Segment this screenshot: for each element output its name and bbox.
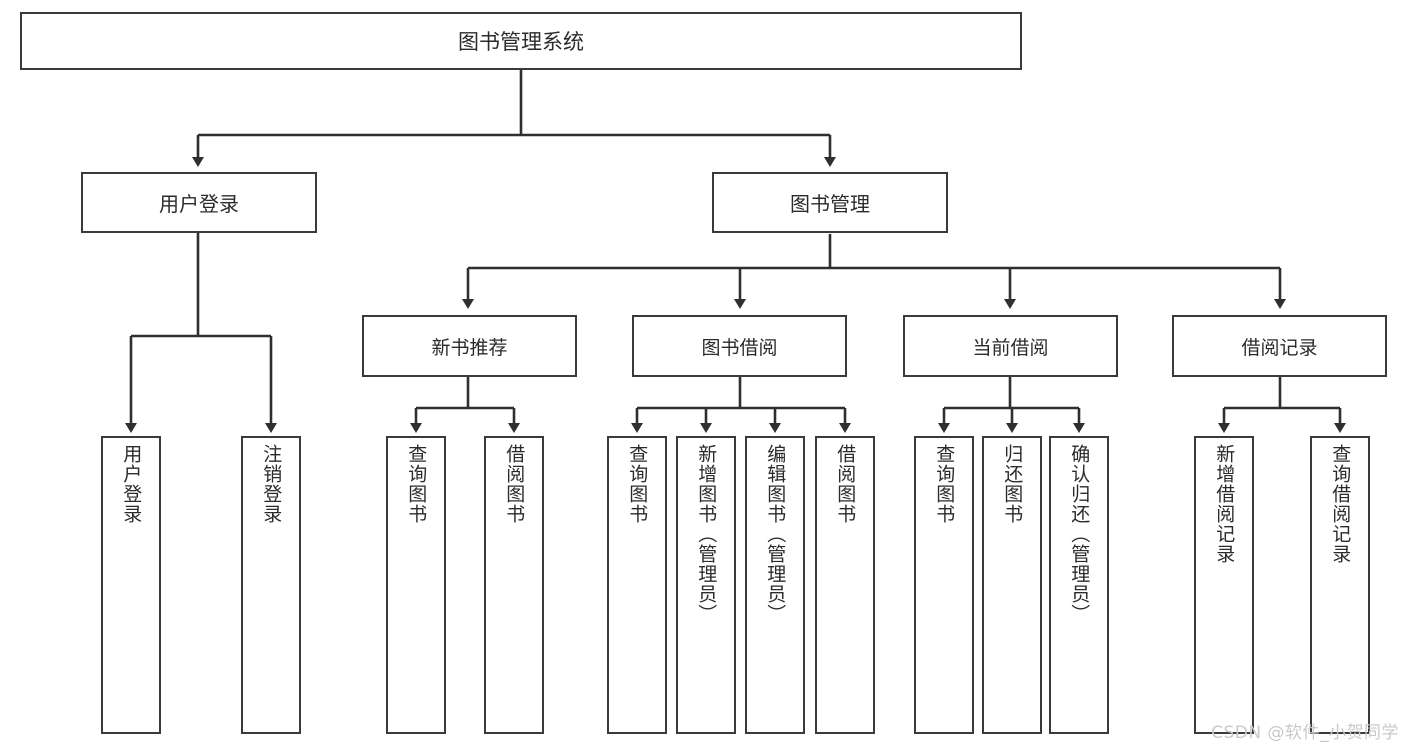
leaf-borrow-book-2[interactable]: 借阅图书 [815, 436, 875, 734]
node-current-borrow[interactable]: 当前借阅 [903, 315, 1118, 377]
leaf-label: 查询图书 [405, 444, 428, 524]
leaf-label: 归还图书 [1001, 444, 1024, 524]
leaf-return-book[interactable]: 归还图书 [982, 436, 1042, 734]
leaf-label: 新增图书（管理员） [695, 444, 718, 624]
leaf-query-book-2[interactable]: 查询图书 [607, 436, 667, 734]
node-borrow-record[interactable]: 借阅记录 [1172, 315, 1387, 377]
node-label: 借阅记录 [1241, 336, 1318, 359]
leaf-query-book-3[interactable]: 查询图书 [914, 436, 974, 734]
leaf-label: 注销登录 [260, 444, 283, 524]
node-label: 图书借阅 [701, 336, 778, 359]
node-library-management-system[interactable]: 图书管理系统 [20, 12, 1022, 70]
node-book-manage[interactable]: 图书管理 [712, 172, 948, 233]
leaf-query-book-1[interactable]: 查询图书 [386, 436, 446, 734]
node-new-book-recommend[interactable]: 新书推荐 [362, 315, 577, 377]
node-label: 图书管理系统 [458, 30, 584, 54]
leaf-label: 查询图书 [933, 444, 956, 524]
leaf-user-login[interactable]: 用户登录 [101, 436, 161, 734]
node-book-borrow[interactable]: 图书借阅 [632, 315, 847, 377]
node-label: 图书管理 [790, 192, 870, 216]
leaf-borrow-book-1[interactable]: 借阅图书 [484, 436, 544, 734]
leaf-label: 新增借阅记录 [1213, 444, 1236, 564]
leaf-label: 查询图书 [626, 444, 649, 524]
leaf-label: 查询借阅记录 [1329, 444, 1352, 564]
leaf-user-logout[interactable]: 注销登录 [241, 436, 301, 734]
node-label: 新书推荐 [431, 336, 508, 359]
leaf-add-record[interactable]: 新增借阅记录 [1194, 436, 1254, 734]
leaf-label: 编辑图书（管理员） [764, 444, 787, 624]
node-label: 当前借阅 [972, 336, 1049, 359]
leaf-confirm-return[interactable]: 确认归还（管理员） [1049, 436, 1109, 734]
node-user-login[interactable]: 用户登录 [81, 172, 317, 233]
leaf-label: 借阅图书 [503, 444, 526, 524]
node-label: 用户登录 [159, 192, 239, 216]
leaf-query-record[interactable]: 查询借阅记录 [1310, 436, 1370, 734]
leaf-add-book[interactable]: 新增图书（管理员） [676, 436, 736, 734]
leaf-label: 用户登录 [120, 444, 143, 524]
leaf-label: 确认归还（管理员） [1068, 444, 1091, 624]
leaf-label: 借阅图书 [834, 444, 857, 524]
leaf-edit-book[interactable]: 编辑图书（管理员） [745, 436, 805, 734]
